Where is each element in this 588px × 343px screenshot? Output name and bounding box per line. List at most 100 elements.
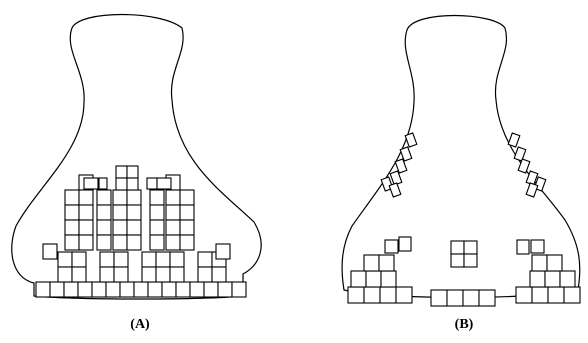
grid-cell xyxy=(531,286,549,304)
grid-cell xyxy=(112,234,128,251)
grid-cell xyxy=(563,286,581,304)
grid-cell xyxy=(126,177,139,191)
grid-cell xyxy=(217,281,233,298)
grid-cell xyxy=(559,270,576,288)
grid-cell xyxy=(78,234,94,251)
grid-cell xyxy=(462,289,480,307)
grid-cell xyxy=(169,251,185,268)
grid-cell xyxy=(347,286,365,304)
grid-cell xyxy=(478,289,496,307)
grid-cell xyxy=(395,286,413,304)
grid-cell xyxy=(165,204,181,221)
panel-a: (A) xyxy=(11,13,262,332)
grid-cell xyxy=(96,219,112,236)
grid-cell xyxy=(525,182,539,198)
grid-cell xyxy=(126,219,142,236)
grid-cell xyxy=(211,266,227,283)
grid-cell xyxy=(141,251,157,268)
grid-cell xyxy=(149,204,165,221)
grid-cell xyxy=(146,177,158,190)
grid-cell xyxy=(57,251,73,268)
grid-cell xyxy=(96,204,112,221)
grid-cell xyxy=(463,240,478,255)
grid-cell xyxy=(430,289,448,307)
grid-cell xyxy=(126,204,142,221)
grid-cell xyxy=(126,165,139,179)
grid-cell xyxy=(363,254,380,272)
grid-cell xyxy=(179,204,195,221)
cell-grid-b xyxy=(347,132,581,307)
grid-cell xyxy=(42,243,58,260)
grid-cell xyxy=(99,251,115,268)
grid-cell xyxy=(544,270,561,288)
grid-cell xyxy=(83,177,99,190)
grid-cell xyxy=(380,270,397,288)
grid-cell xyxy=(64,204,80,221)
grid-cell xyxy=(446,289,464,307)
grid-cell xyxy=(179,189,195,206)
grid-cell xyxy=(78,189,94,206)
grid-cell xyxy=(169,266,185,283)
grid-cell xyxy=(404,132,418,148)
grid-cell xyxy=(165,189,181,206)
grid-cell xyxy=(156,177,172,190)
grid-cell xyxy=(126,189,142,206)
grid-cell xyxy=(57,266,73,283)
grid-cell xyxy=(149,189,165,206)
grid-cell xyxy=(189,281,205,298)
grid-cell xyxy=(516,239,530,255)
grid-cell xyxy=(175,281,191,298)
grid-cell xyxy=(378,254,395,272)
grid-cell xyxy=(99,266,115,283)
grid-cell xyxy=(96,234,112,251)
grid-cell xyxy=(149,234,165,251)
grid-cell xyxy=(155,266,171,283)
grid-cell xyxy=(112,204,128,221)
panel-label-b: (B) xyxy=(455,317,474,332)
grid-cell xyxy=(98,177,108,190)
grid-cell xyxy=(384,239,399,254)
grid-cell xyxy=(179,219,195,236)
grid-cell xyxy=(197,251,213,268)
grid-cell xyxy=(71,266,87,283)
grid-cell xyxy=(215,243,231,260)
grid-cell xyxy=(517,158,531,174)
grid-cell xyxy=(64,189,80,206)
grid-cell xyxy=(35,281,51,298)
panel-b: (B) xyxy=(341,15,581,332)
grid-cell xyxy=(546,254,563,272)
grid-cell xyxy=(398,236,412,252)
grid-cell xyxy=(141,266,157,283)
grid-cell xyxy=(78,204,94,221)
grid-cell xyxy=(64,219,80,236)
grid-cell xyxy=(350,270,367,288)
grid-cell xyxy=(197,266,213,283)
grid-cell xyxy=(394,158,408,174)
grid-cell xyxy=(147,281,163,298)
grid-cell xyxy=(165,219,181,236)
grid-cell xyxy=(126,234,142,251)
grid-cell xyxy=(115,165,128,179)
grid-cell xyxy=(96,189,112,206)
grid-cell xyxy=(112,189,128,206)
grid-cell xyxy=(165,234,181,251)
grid-cell xyxy=(450,253,465,268)
grid-cell xyxy=(77,281,93,298)
grid-cell xyxy=(179,234,195,251)
grid-cell xyxy=(515,286,533,304)
grid-cell xyxy=(388,182,402,198)
grid-cell xyxy=(113,266,129,283)
grid-cell xyxy=(507,132,521,148)
grid-cell xyxy=(463,253,478,268)
grid-cell xyxy=(105,281,121,298)
grid-cell xyxy=(149,219,165,236)
grid-cell xyxy=(113,251,129,268)
grid-cell xyxy=(112,219,128,236)
grid-cell xyxy=(513,146,527,162)
grid-cell xyxy=(64,234,80,251)
grid-cell xyxy=(450,240,465,255)
grid-cell xyxy=(363,286,381,304)
grid-cell xyxy=(49,281,65,298)
grid-cell xyxy=(530,239,545,254)
